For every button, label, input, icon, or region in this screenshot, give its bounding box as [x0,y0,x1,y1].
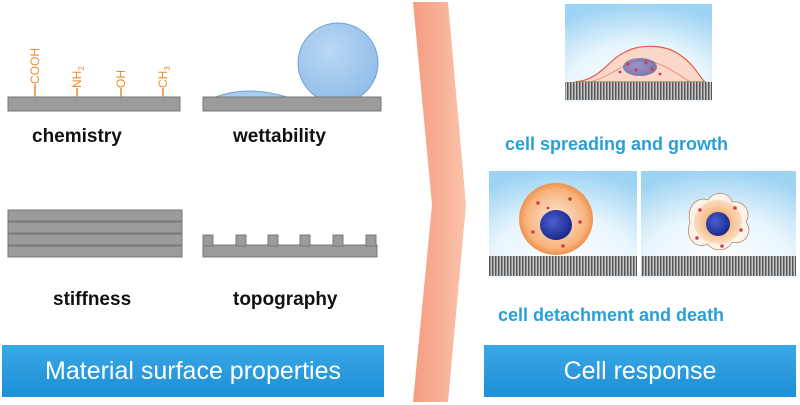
wettability-label: wettability [233,126,326,147]
detachment-pillar-substrate [489,256,637,276]
stiffness-layer-1 [7,209,183,222]
chem-group-nh2: NH2 [70,66,86,88]
topography-post [267,234,279,247]
material-properties-banner: Material surface properties [2,345,384,397]
death-response-label: cell detachment and death [498,305,725,325]
topography-label: topography [233,289,338,310]
growth-panel [565,4,712,102]
wettability-illustration [202,22,382,112]
chemistry-label: chemistry [32,126,122,147]
topography-post [235,234,247,247]
round-droplet [297,22,379,104]
stiffness-label: stiffness [53,289,132,310]
detachment-panel [489,171,637,278]
chemistry-stick-oh: OH [114,70,128,97]
topography-illustration [202,234,378,258]
chem-group-cooh: COOH [28,48,42,84]
topography-post [332,234,344,247]
stiffness-layer-4 [7,245,183,258]
stiffness-illustration [7,209,183,258]
topography-post [202,234,214,247]
round-cell-nucleus [540,210,572,240]
growth-response-label: cell spreading and growth [505,134,729,154]
wettability-substrate [202,96,382,112]
topography-post [299,234,311,247]
spread-cell-nucleus [623,58,657,76]
chemistry-illustration: COOH NH2 OH CH3 [7,48,181,112]
stiffness-layer-2 [7,221,183,234]
growth-pillar-substrate [565,82,712,100]
chemistry-stick-ch3: CH3 [156,66,172,97]
chevron-arrow [413,2,466,402]
chemistry-stick-nh2: NH2 [70,66,86,97]
death-pillar-substrate [641,256,796,276]
topography-substrate [202,244,378,258]
stiffness-layer-3 [7,233,183,246]
chem-group-ch3: CH3 [156,66,172,88]
topography-post [365,234,377,247]
dying-cell-nucleus [706,212,730,236]
death-panel [641,171,796,278]
chemistry-stick-cooh: COOH [28,48,42,97]
chemistry-substrate [7,96,181,112]
chem-group-oh: OH [114,70,128,88]
cell-response-banner: Cell response [484,345,796,397]
